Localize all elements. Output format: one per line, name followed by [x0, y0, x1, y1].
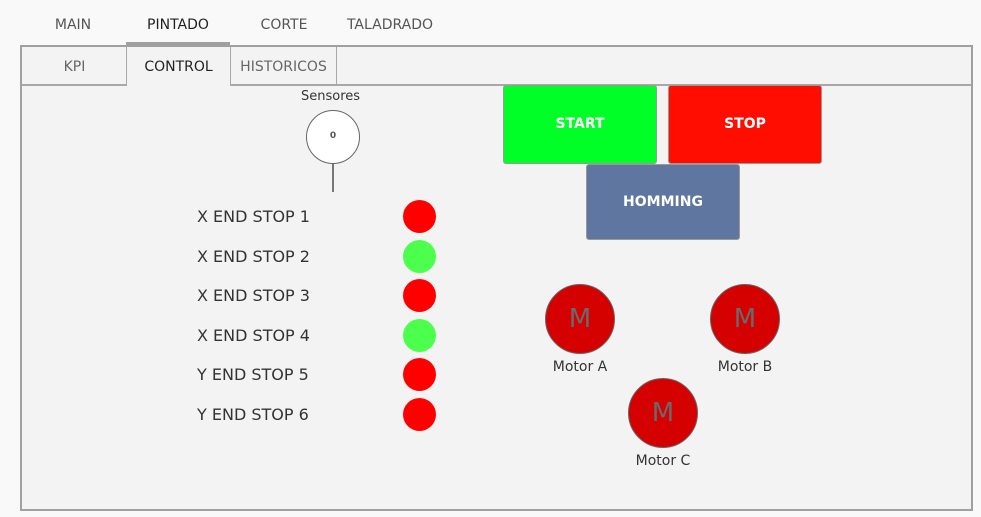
tab-pintado[interactable]: PINTADO — [126, 0, 230, 46]
end-stop-label-1: X END STOP 1 — [197, 207, 310, 226]
subtab-control[interactable]: CONTROL — [126, 47, 231, 86]
stop-button[interactable]: STOP — [668, 85, 822, 164]
end-stop-indicator-3 — [403, 279, 436, 312]
end-stop-indicator-5 — [403, 358, 436, 391]
subtab-historicos[interactable]: HISTORICOS — [231, 47, 337, 86]
start-button[interactable]: START — [503, 85, 657, 164]
end-stop-label-6: Y END STOP 6 — [197, 405, 309, 424]
sensors-gauge-stem — [332, 164, 334, 192]
end-stop-label-4: X END STOP 4 — [197, 326, 310, 345]
motor-b-indicator[interactable]: M — [710, 284, 780, 354]
end-stop-label-2: X END STOP 2 — [197, 247, 310, 266]
tab-main[interactable]: MAIN — [54, 17, 92, 33]
motor-c-label: Motor C — [635, 453, 691, 469]
sensors-gauge: 0 — [306, 110, 360, 164]
homming-button[interactable]: HOMMING — [586, 164, 740, 240]
sensors-label: Sensores — [301, 89, 361, 104]
end-stop-label-5: Y END STOP 5 — [197, 365, 309, 384]
tab-corte[interactable]: CORTE — [260, 17, 308, 33]
tab-taladrado[interactable]: TALADRADO — [346, 17, 434, 33]
motor-a-indicator[interactable]: M — [545, 284, 615, 354]
motor-b-label: Motor B — [717, 359, 773, 375]
control-panel: KPI CONTROL HISTORICOS Sensores 0 X END … — [20, 45, 973, 511]
end-stop-indicator-1 — [403, 200, 436, 233]
subtab-kpi[interactable]: KPI — [63, 59, 86, 75]
end-stop-indicator-2 — [403, 240, 436, 273]
end-stop-indicator-4 — [403, 319, 436, 352]
motor-a-label: Motor A — [552, 359, 608, 375]
end-stop-label-3: X END STOP 3 — [197, 286, 310, 305]
subtab-bar: KPI CONTROL HISTORICOS — [22, 47, 971, 86]
end-stop-indicator-6 — [403, 398, 436, 431]
motor-c-indicator[interactable]: M — [628, 378, 698, 448]
